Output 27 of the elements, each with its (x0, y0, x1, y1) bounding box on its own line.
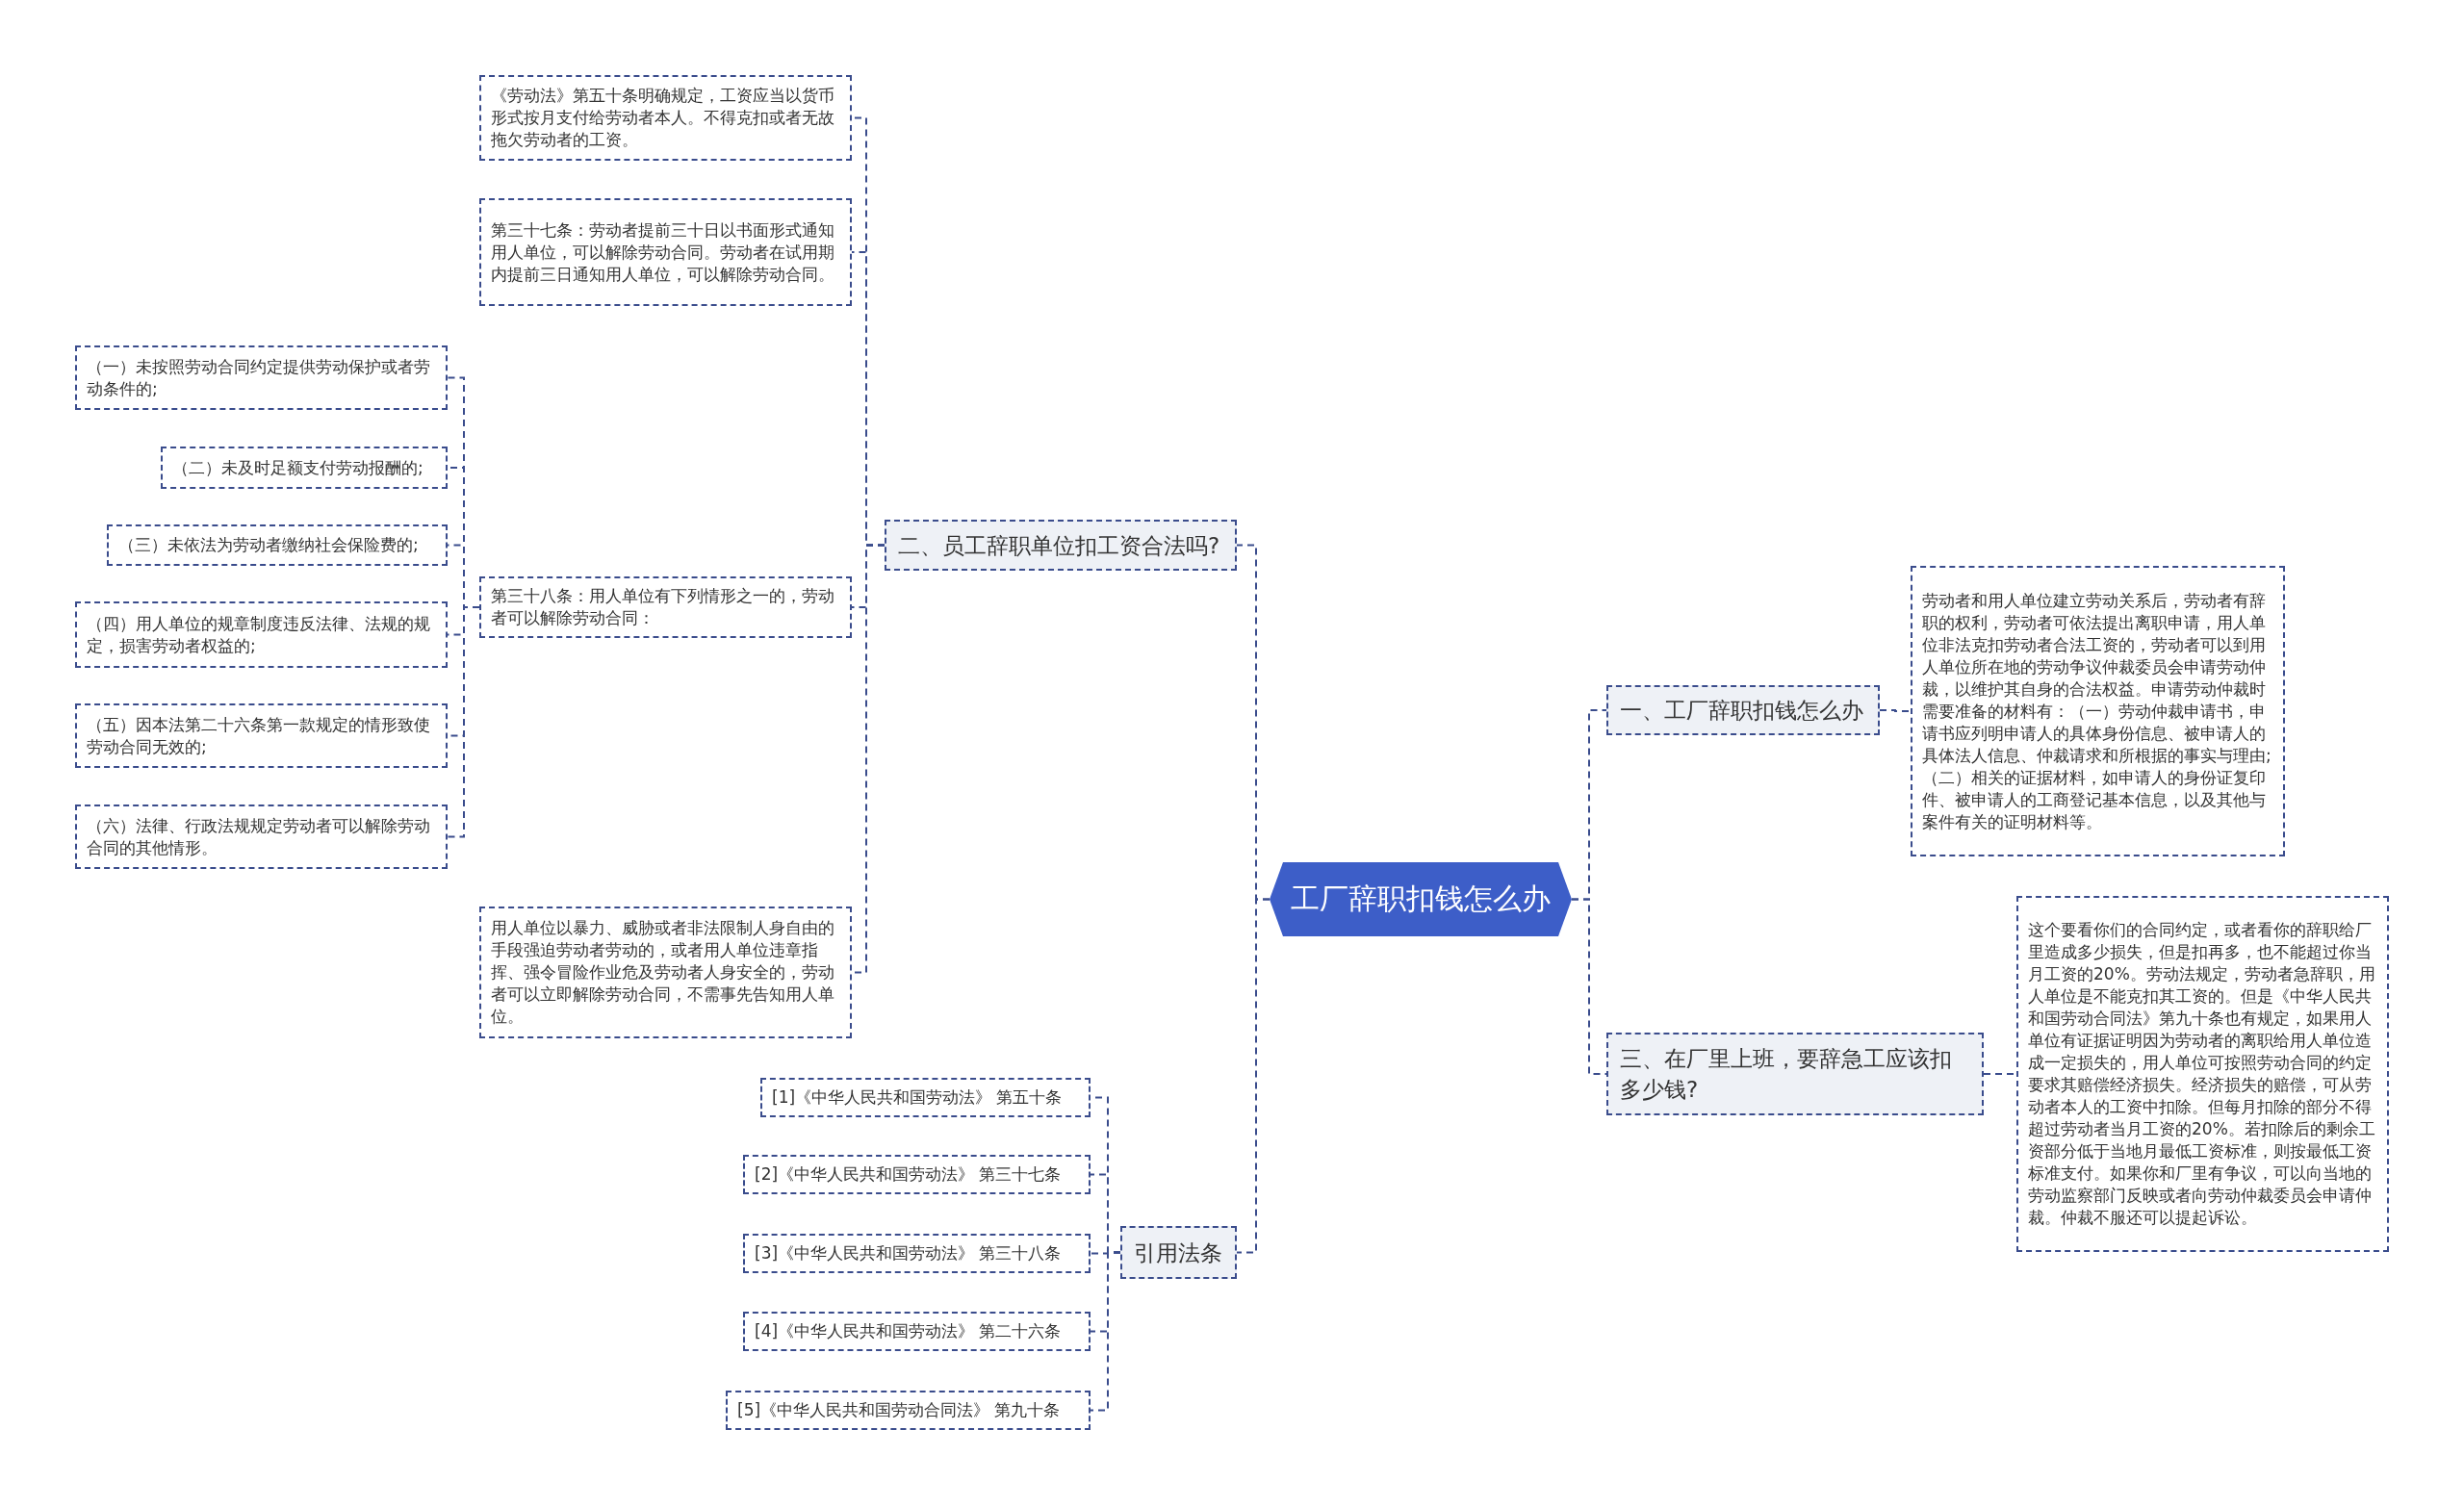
text-box: （二）未及时足额支付劳动报酬的; (161, 447, 448, 489)
topic-box: 引用法条 (1120, 1226, 1237, 1279)
text-box: [5]《中华人民共和国劳动合同法》 第九十条 (726, 1391, 1091, 1430)
text-box: [3]《中华人民共和国劳动法》 第三十八条 (743, 1234, 1091, 1273)
connector-line (447, 606, 480, 838)
connector-line (1879, 709, 1912, 712)
text-box: （三）未依法为劳动者缴纳社会保险费的; (107, 524, 448, 566)
text-box: [1]《中华人民共和国劳动法》 第五十条 (760, 1078, 1091, 1117)
topic-box: 一、工厂辞职扣钱怎么办 (1606, 685, 1880, 735)
text-box: 这个要看你们的合同约定，或者看你的辞职给厂里造成多少损失，但是扣再多，也不能超过你当月工资的20%。劳动法规定，劳动者急辞职，用人单位是不能克扣其工资的。但是《中华人民共和国劳动合同法》第九十条也有规定，如果用人单位有证据证明因为劳动者的离职给用人单位造成一定损失的，用人单位可按照劳动合同的约定要求其赔偿经济损失。经济损失的赔偿，可从劳动者本人的工资中扣除。但每月扣除的部分不得超过劳动者当月工资的20%。若扣除后的剩余工资部分低于当地月最低工资标准，则按最低工资标准支付。如果你和厂里有争议，可以向当地的劳动监察部门反映或者向劳动仲裁委员会申请仲裁。仲裁不服还可以提起诉讼。 (2016, 896, 2389, 1252)
text-box: 第三十七条：劳动者提前三十日以书面形式通知用人单位，可以解除劳动合同。劳动者在试用期内提前三日通知用人单位，可以解除劳动合同。 (479, 198, 852, 306)
text-box: [4]《中华人民共和国劳动法》 第二十六条 (743, 1312, 1091, 1351)
text-box: 《劳动法》第五十条明确规定，工资应当以货币形式按月支付给劳动者本人。不得克扣或者无故拖欠劳动者的工资。 (479, 75, 852, 161)
text-box: （六）法律、行政法规规定劳动者可以解除劳动合同的其他情形。 (75, 805, 448, 869)
text-box: （五）因本法第二十六条第一款规定的情形致使劳动合同无效的; (75, 703, 448, 768)
text-box: [2]《中华人民共和国劳动法》 第三十七条 (743, 1155, 1091, 1194)
connector-line (1236, 898, 1270, 1254)
connector-line (1090, 1251, 1121, 1412)
central-topic: 工厂辞职扣钱怎么办 (1270, 862, 1572, 936)
text-box: 第三十八条：用人单位有下列情形之一的，劳动者可以解除劳动合同： (479, 576, 852, 638)
text-box: 劳动者和用人单位建立劳动关系后，劳动者有辞职的权利，劳动者可依法提出离职申请，用人单位非法克扣劳动者合法工资的，劳动者可以到用人单位所在地的劳动争议仲裁委员会申请劳动仲裁，以维护其自身的合法权益。申请劳动仲裁时需要准备的材料有：（一）劳动仲裁申请书，申请书应列明申请人的具体身份信息、被申请人的具体法人信息、仲裁请求和所根据的事实与理由;（二）相关的证据材料，如申请人的身份证复印件、被申请人的工商登记基本信息，以及其他与案件有关的证明材料等。 (1911, 566, 2285, 856)
topic-box: 三、在厂里上班，要辞急工应该扣多少钱? (1606, 1033, 1984, 1115)
connector-line (1571, 898, 1607, 1075)
topic-box: 二、员工辞职单位扣工资合法吗? (885, 520, 1237, 571)
text-box: 用人单位以暴力、威胁或者非法限制人身自由的手段强迫劳动者劳动的，或者用人单位违章指挥、强令冒险作业危及劳动者人身安全的，劳动者可以立即解除劳动合同，不需事先告知用人单位。 (479, 907, 852, 1038)
text-box: （四）用人单位的规章制度违反法律、法规的规定，损害劳动者权益的; (75, 601, 448, 668)
text-box: （一）未按照劳动合同约定提供劳动保护或者劳动条件的; (75, 345, 448, 410)
